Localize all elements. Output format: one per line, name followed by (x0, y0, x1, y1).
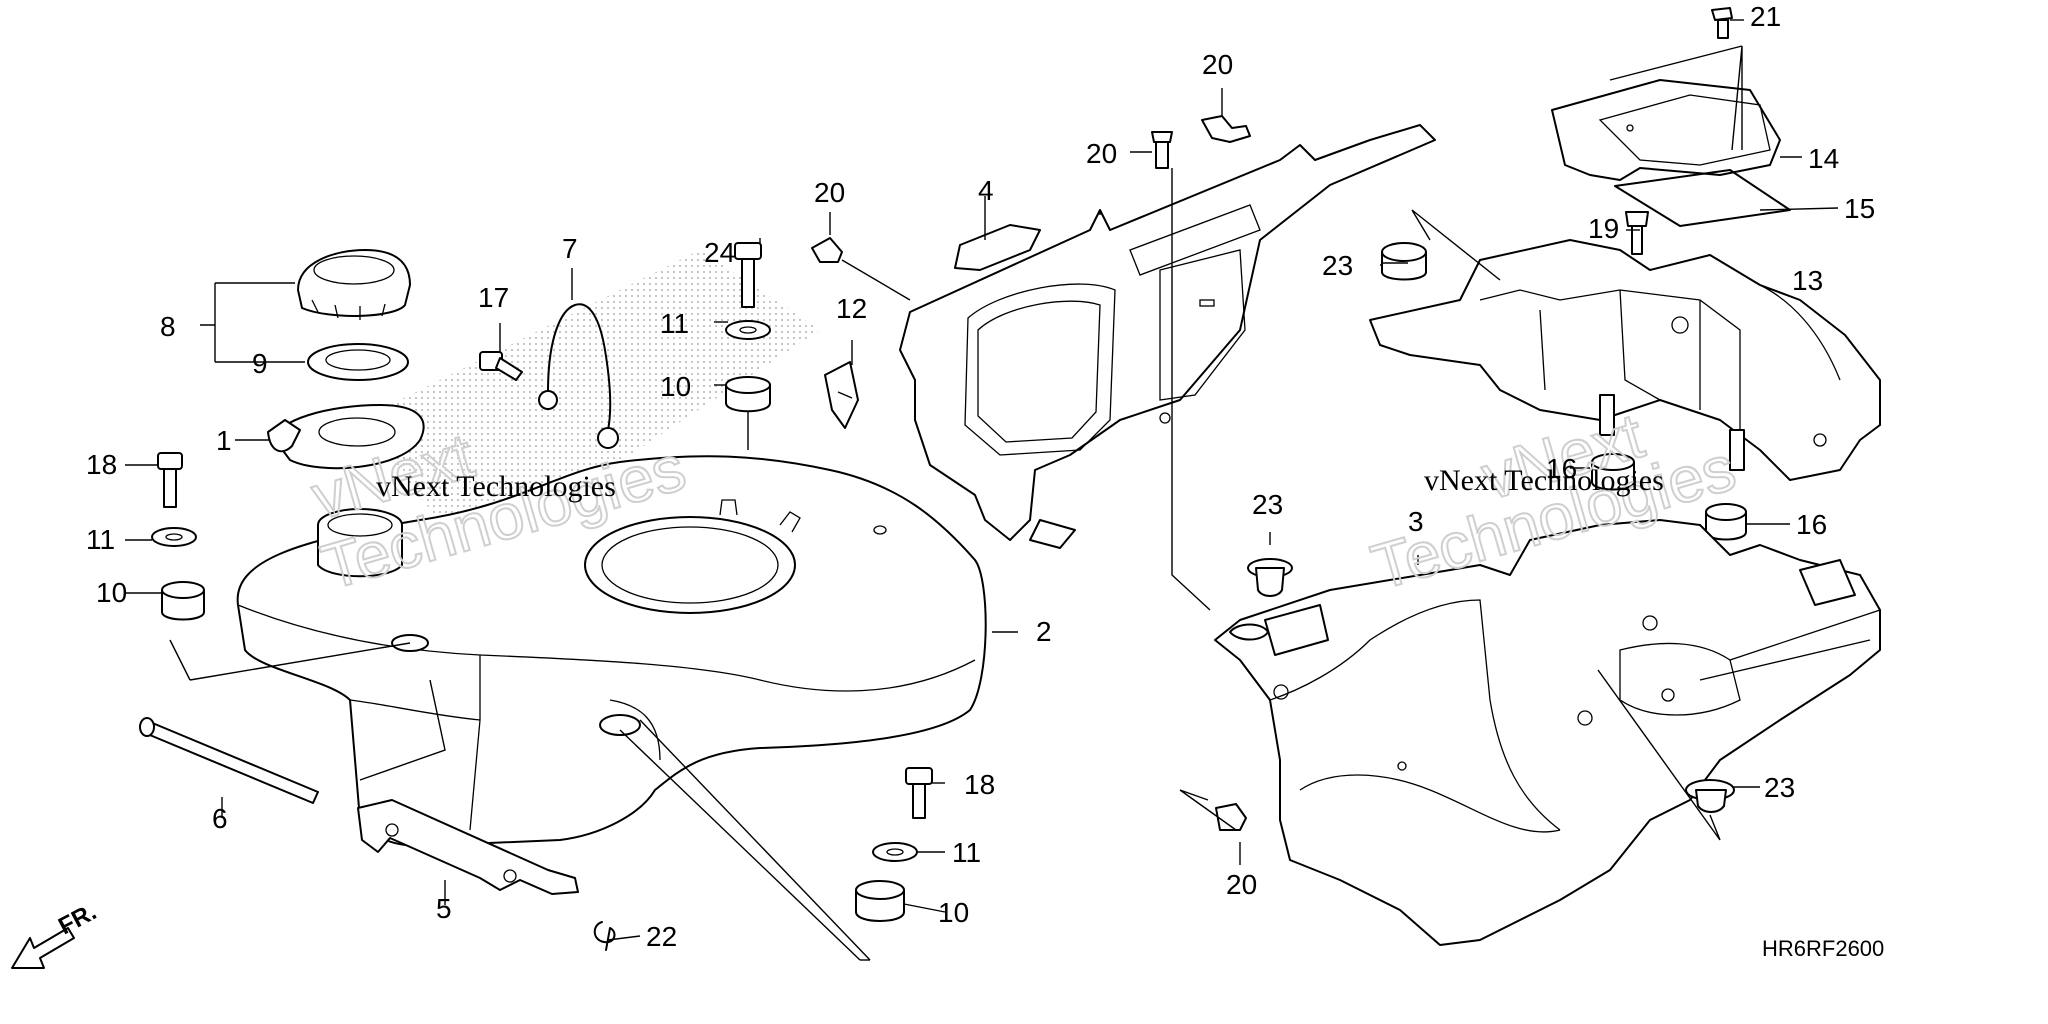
callout-16-right: 16 (1796, 509, 1827, 540)
callout-6: 6 (212, 803, 228, 834)
screw-21 (1711, 7, 1733, 39)
callout-3: 3 (1408, 506, 1424, 537)
callout-1: 1 (216, 425, 232, 456)
callout-10-bottom: 10 (938, 897, 969, 928)
callout-10-top: 10 (660, 371, 691, 402)
callout-20-center: 20 (1086, 138, 1117, 169)
leader-lines (125, 19, 1839, 961)
callout-12: 12 (836, 293, 867, 324)
grommet-10-left (161, 581, 205, 621)
bolt-18-left (157, 452, 183, 508)
callout-20-bottom: 20 (1226, 869, 1257, 900)
callout-16-upper: 16 (1546, 453, 1577, 484)
callout-23-middle: 23 (1252, 489, 1283, 520)
callout-15: 15 (1844, 193, 1875, 224)
grommet-16-upper (1591, 453, 1635, 491)
watermark-text-left: vNext Technologies (376, 470, 616, 503)
clip-12 (824, 361, 859, 429)
washer-11-bottom (872, 842, 918, 862)
front-direction-arrow: FR. (11, 898, 101, 969)
washer-11-top (725, 320, 771, 340)
bolt-18-bottom (905, 767, 933, 819)
callout-23-bottom: 23 (1764, 772, 1795, 803)
callout-11-left: 11 (86, 524, 115, 555)
callout-19: 19 (1588, 213, 1619, 244)
bolt-17 (479, 351, 523, 381)
callout-18-bottom: 18 (964, 769, 995, 800)
screw-19 (1625, 211, 1649, 255)
under-tray (1214, 519, 1881, 946)
clip-22 (593, 921, 616, 951)
screw-20-top (1201, 115, 1251, 143)
callout-21: 21 (1750, 1, 1781, 32)
grommet-23-top (1381, 242, 1427, 281)
callout-23-top: 23 (1322, 250, 1353, 281)
callout-8: 8 (160, 311, 176, 342)
callout-2: 2 (1036, 616, 1052, 647)
callout-20-top: 20 (1202, 49, 1233, 80)
grommet-10-top (725, 376, 771, 413)
grommet-23-bottom (1685, 779, 1735, 813)
callout-17: 17 (478, 282, 509, 313)
screw-20-left (811, 237, 843, 263)
callout-11-bottom: 11 (952, 837, 981, 868)
callouts: 8 9 1 17 7 18 11 10 6 5 22 2 24 11 10 18… (86, 1, 1875, 952)
fuel-cap (297, 249, 411, 320)
battery-box (1369, 239, 1881, 481)
washer-11-left (151, 527, 197, 547)
filler-holder (267, 404, 425, 470)
screw-20-bottom (1215, 803, 1247, 831)
diagram-code: HR6RF2600 (1762, 936, 1884, 961)
tank-cover-bracket (899, 124, 1436, 549)
callout-7: 7 (562, 233, 578, 264)
tank-pin (139, 717, 319, 804)
callout-14: 14 (1808, 143, 1839, 174)
callout-20-left: 20 (814, 177, 845, 208)
grommet-23-middle (1247, 558, 1293, 597)
cap-tether (538, 303, 619, 449)
callout-13: 13 (1792, 265, 1823, 296)
bolt-24 (734, 242, 762, 308)
callout-9: 9 (252, 348, 268, 379)
callout-4: 4 (978, 175, 994, 206)
callout-22: 22 (646, 921, 677, 952)
cap-gasket (307, 343, 409, 381)
callout-24: 24 (704, 237, 735, 268)
callout-18-left: 18 (86, 449, 117, 480)
callout-10-left: 10 (96, 577, 127, 608)
fuel-tank (236, 455, 987, 847)
screw-20-center (1151, 131, 1173, 169)
battery-cover (1551, 79, 1781, 181)
grommet-10-bottom (855, 880, 905, 922)
watermark-dot-band (360, 250, 820, 560)
tank-strap (357, 799, 579, 895)
grommet-16-right (1705, 503, 1747, 541)
callout-5: 5 (436, 893, 452, 924)
watermark-text-right: vNext Technologies (1424, 464, 1664, 497)
cover-gasket (1614, 169, 1791, 227)
callout-11-top: 11 (660, 308, 689, 339)
